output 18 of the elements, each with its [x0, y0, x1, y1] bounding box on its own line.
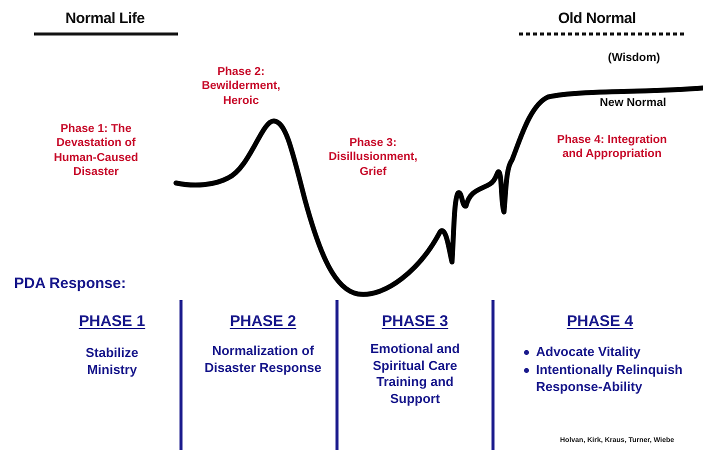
text-label: Normalization of Disaster Response [203, 343, 323, 376]
text-label: PDA Response: [14, 275, 127, 292]
phase-heading: PHASE 3 [380, 313, 450, 331]
phase-label: Phase 2: Bewilderment, Heroic [200, 65, 282, 108]
text-label: New Normal [598, 97, 668, 109]
phase-heading: PHASE 1 [78, 313, 146, 331]
text-label: Old Normal [557, 10, 637, 27]
text-label: Emotional and Spiritual Care Training and Support [369, 341, 461, 407]
text-label: (Wisdom) [606, 52, 662, 64]
phase-heading: PHASE 4 [566, 313, 634, 331]
phase-heading: PHASE 2 [228, 313, 298, 331]
bullet-item: Advocate Vitality [522, 344, 703, 360]
phase-label: Phase 3: Disillusionment, Grief [328, 136, 418, 180]
phase-label: Phase 1: The Devastation of Human-Caused Disaster [52, 122, 140, 180]
text-label: Stabilize Ministry [84, 345, 140, 378]
phase-label: Phase 4: Integration and Appropriation [557, 133, 667, 162]
bullet-item: Intentionally Relinquish Response-Ability [522, 362, 703, 395]
text-label: Normal Life [64, 10, 146, 27]
